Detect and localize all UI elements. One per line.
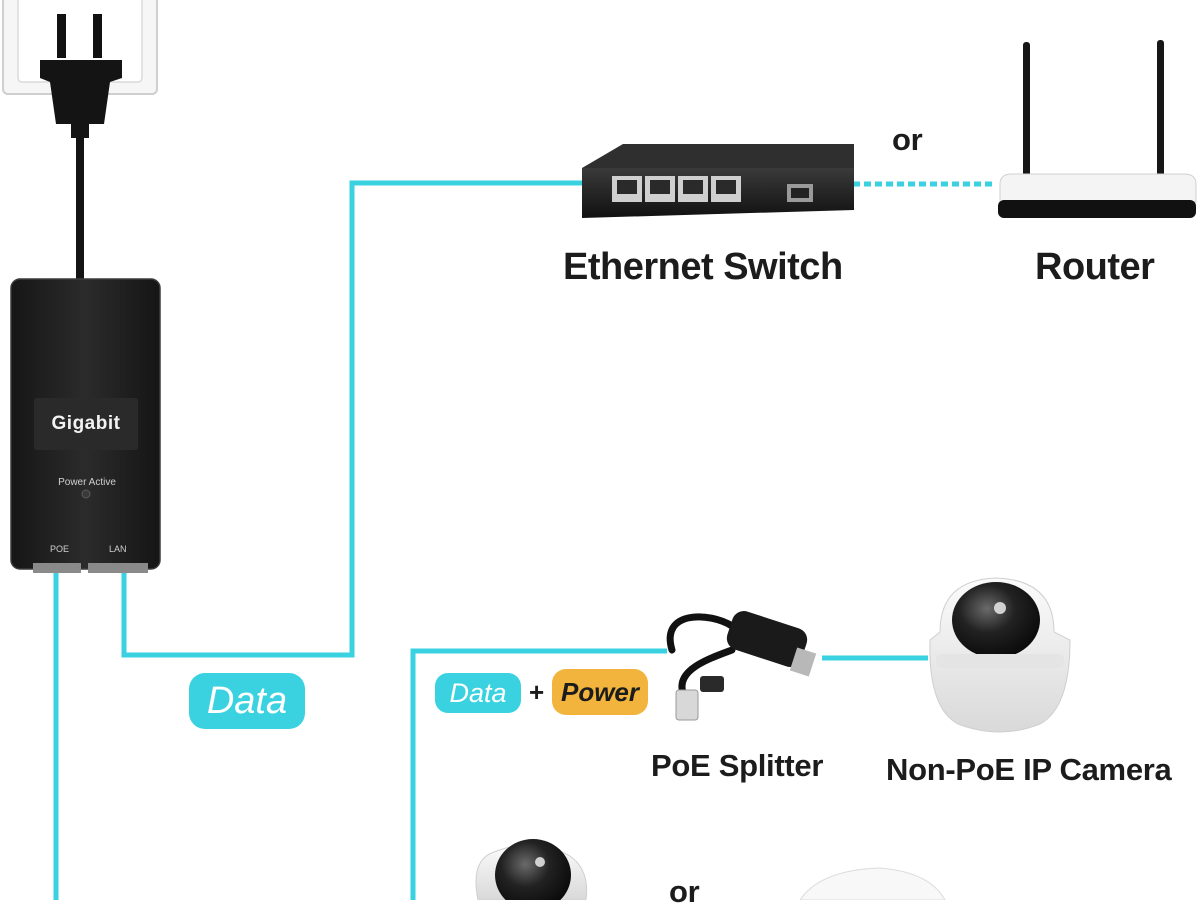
or-label-top: or (892, 122, 923, 157)
or-label-bottom: or (669, 874, 700, 909)
ethernet-switch-label: Ethernet Switch (563, 246, 843, 288)
lan-cable (121, 180, 582, 658)
power-tag: Power (552, 669, 648, 715)
data-cables (53, 180, 995, 900)
ethernet-switch-icon (582, 144, 854, 218)
poe-splitter-label: PoE Splitter (651, 748, 824, 783)
dome-camera-icon (475, 839, 588, 900)
injector-poe-port-label: POE (50, 544, 70, 554)
data-tag: Data (189, 673, 305, 729)
plus-sign: + (529, 677, 545, 707)
poe-splitter-icon (666, 611, 817, 721)
ceiling-camera-icon (799, 867, 946, 900)
router-icon (998, 40, 1197, 218)
non-poe-camera-label: Non-PoE IP Camera (886, 752, 1172, 787)
poe-branch-cable (410, 648, 667, 900)
router-label: Router (1035, 246, 1155, 288)
dome-camera-icon (929, 577, 1071, 733)
injector-power-active-label: Power Active (58, 477, 116, 488)
power-plug-icon (40, 14, 122, 279)
injector-lan-port-label: LAN (109, 544, 127, 554)
data-tag-small: Data (435, 673, 521, 713)
injector-gigabit-badge: Gigabit (34, 398, 138, 450)
